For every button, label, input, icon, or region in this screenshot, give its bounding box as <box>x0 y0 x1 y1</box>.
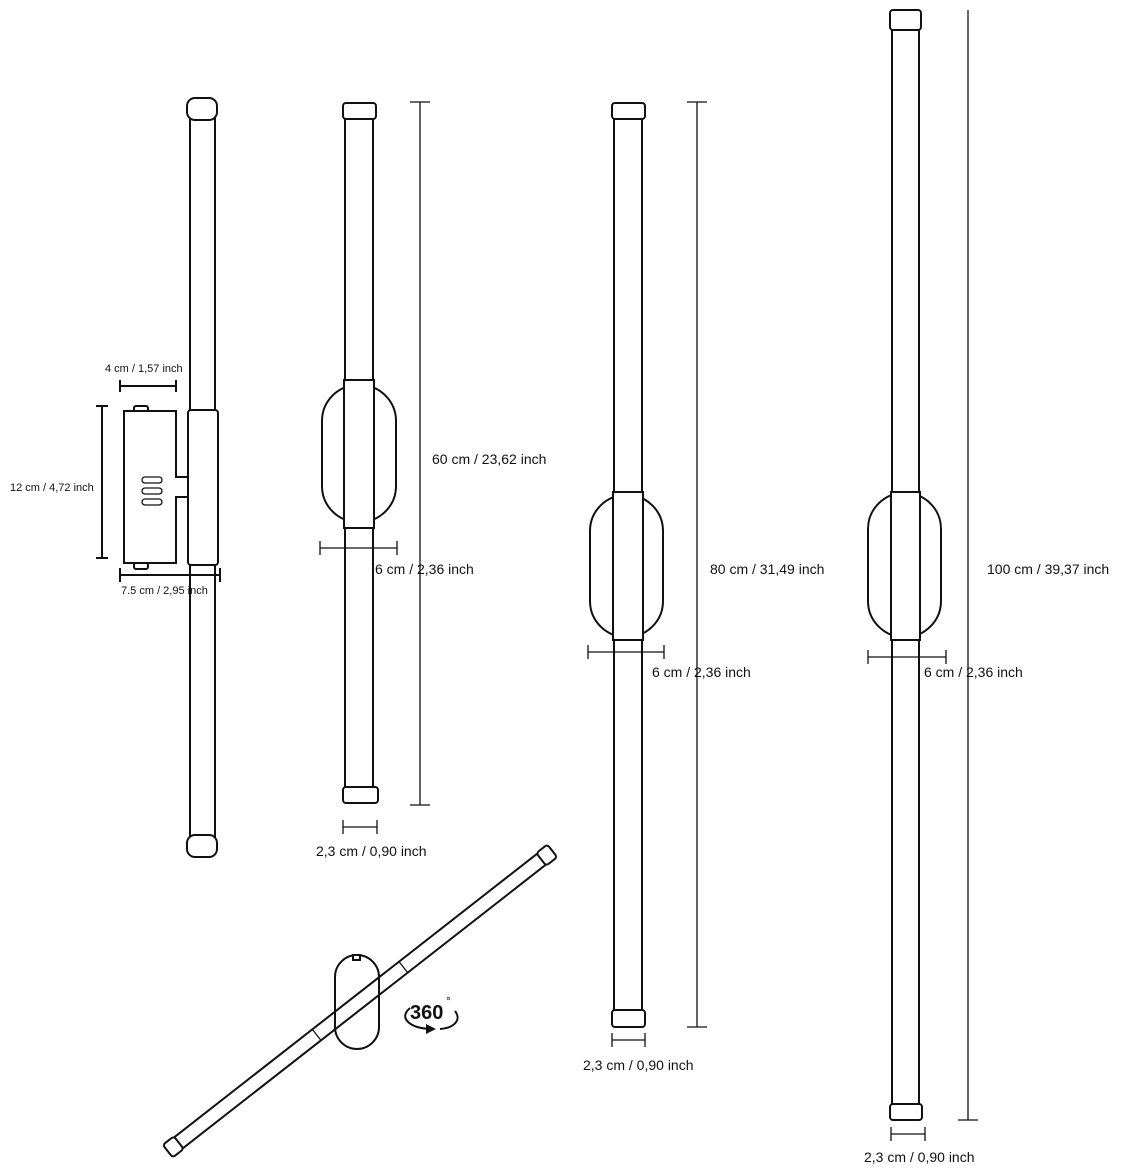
depth-dimension: 4 cm / 1,57 inch <box>105 363 183 392</box>
projection-dimension: 7.5 cm / 2,95 inch <box>119 568 221 597</box>
height-label: 12 cm / 4,72 inch <box>10 482 94 494</box>
tube-sleeve <box>187 409 219 566</box>
vent-slot <box>141 498 163 506</box>
bottom-cap <box>889 1103 923 1121</box>
mount-width-label: 6 cm / 2,36 inch <box>924 664 1023 680</box>
projection-label: 7.5 cm / 2,95 inch <box>121 585 208 597</box>
lamp-100cm: 100 cm / 39,37 inch 6 cm / 2,36 inch 2,3… <box>864 9 1109 1165</box>
bottom-cap <box>342 786 379 804</box>
length-label: 60 cm / 23,62 inch <box>432 451 546 467</box>
tube-sleeve <box>890 491 921 641</box>
tube-sleeve <box>343 379 375 529</box>
end-cap <box>536 844 557 866</box>
top-cap <box>186 97 218 121</box>
tube-diameter-label: 2,3 cm / 0,90 inch <box>864 1149 975 1165</box>
wall-mount-box <box>123 410 189 564</box>
vent-slot <box>141 487 163 495</box>
top-cap <box>342 102 377 120</box>
side-view-lamp: 4 cm / 1,57 inch 12 cm / 4,72 inch 7.5 c… <box>10 97 221 858</box>
top-cap <box>889 9 922 31</box>
bottom-cap <box>611 1009 646 1028</box>
tube-sleeve <box>612 491 644 641</box>
top-cap <box>611 102 646 120</box>
lamp-80cm: 80 cm / 31,49 inch 6 cm / 2,36 inch 2,3 … <box>583 101 824 1073</box>
tube-diameter-label: 2,3 cm / 0,90 inch <box>316 843 427 859</box>
tube-diameter-label: 2,3 cm / 0,90 inch <box>583 1057 694 1073</box>
depth-label: 4 cm / 1,57 inch <box>105 363 183 375</box>
rotate-360-icon: 360 ° <box>404 994 459 1034</box>
bottom-cap <box>186 834 218 858</box>
mount-width-label: 6 cm / 2,36 inch <box>652 664 751 680</box>
length-label: 100 cm / 39,37 inch <box>987 561 1109 577</box>
rotated-lamp <box>163 844 557 1158</box>
lamp-60cm: 60 cm / 23,62 inch 6 cm / 2,36 inch 2,3 … <box>316 101 546 859</box>
mount-tab <box>352 954 361 961</box>
svg-text:°: ° <box>446 994 451 1008</box>
end-cap <box>163 1136 184 1158</box>
mount-width-label: 6 cm / 2,36 inch <box>375 561 474 577</box>
wall-mount-oval <box>334 954 380 1050</box>
height-dimension: 12 cm / 4,72 inch <box>10 405 108 559</box>
svg-text:360: 360 <box>410 1002 443 1024</box>
length-label: 80 cm / 31,49 inch <box>710 561 824 577</box>
vent-slot <box>141 476 163 484</box>
tube <box>169 849 551 1153</box>
